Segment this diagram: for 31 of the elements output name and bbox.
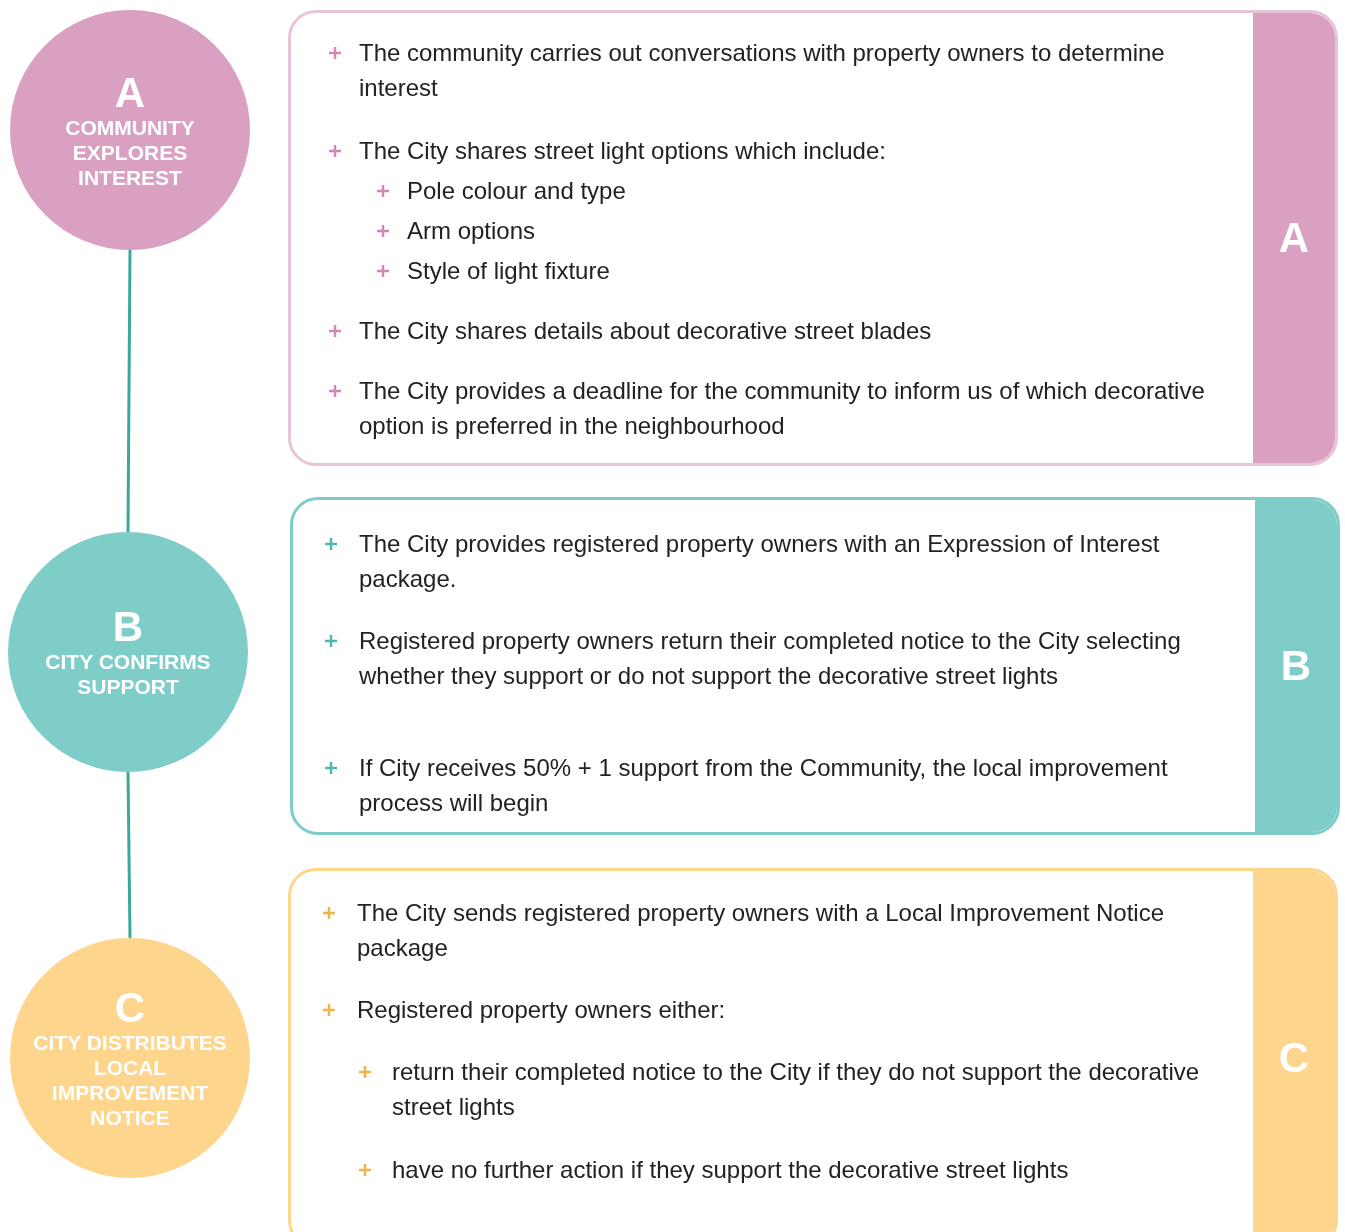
bullet-text: return their completed notice to the City if they do not support the decorative street lights	[392, 1057, 1201, 1122]
step-title: CITY DISTRIBUTES LOCAL IMPROVEMENT NOTICE	[32, 1030, 228, 1130]
step-title: COMMUNITY EXPLORES INTEREST	[64, 114, 196, 190]
step-letter: B	[112, 605, 144, 649]
connector-line	[126, 250, 132, 532]
bullet-text: Pole colour and type	[407, 176, 627, 206]
bullet-text: The City provides a deadline for the community to inform us of which decorative option is preferred in the neighbourhood	[359, 376, 1206, 441]
step-title: CITY CONFIRMS SUPPORT	[44, 649, 212, 699]
bullet-text: The City shares details about decorative street blades	[359, 316, 933, 346]
bullet-text: Registered property owners return their completed notice to the City selecting whether they support or do not support the decorative street lights	[359, 626, 1182, 691]
band-letter: C	[1278, 1034, 1310, 1082]
side-band	[1253, 871, 1335, 1232]
bullet-text: The community carries out conversations with property owners to determine interest	[359, 38, 1166, 103]
side-band	[1255, 500, 1337, 832]
bullet-text: Arm options	[407, 216, 537, 246]
bullet-text: Style of light fixture	[407, 256, 611, 286]
bullet-text: The City shares street light options which include:	[359, 136, 887, 166]
connector-line	[126, 771, 132, 939]
bullet-text: If City receives 50% + 1 support from the Community, the local improvement process will begin	[359, 753, 1169, 818]
band-letter: A	[1278, 214, 1310, 262]
step-letter: C	[114, 986, 146, 1030]
band-letter: B	[1280, 642, 1312, 690]
step-letter: A	[114, 70, 146, 115]
bullet-text: have no further action if they support the decorative street lights	[392, 1155, 1070, 1185]
step-card	[290, 497, 1340, 835]
bullet-text: The City sends registered property owners with a Local Improvement Notice package	[357, 898, 1166, 963]
step-card	[288, 868, 1338, 1232]
step-card	[288, 10, 1338, 466]
bullet-text: The City provides registered property owners with an Expression of Interest package.	[359, 529, 1161, 594]
side-band	[1253, 13, 1335, 463]
bullet-text: Registered property owners either:	[357, 995, 727, 1025]
